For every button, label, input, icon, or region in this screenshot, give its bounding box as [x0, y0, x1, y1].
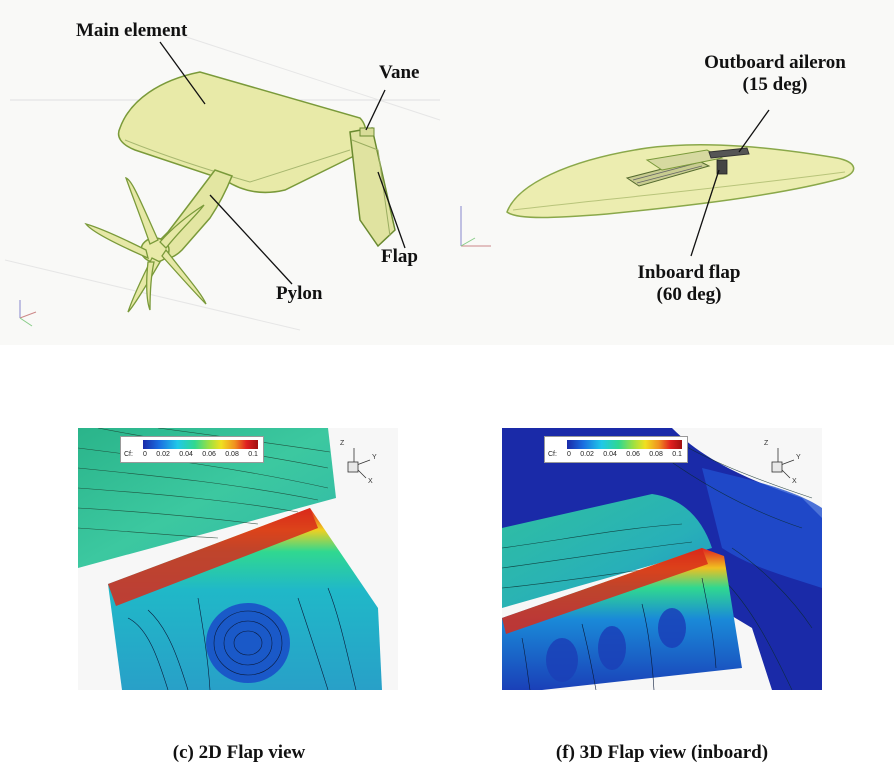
axis-label-x: X [368, 478, 373, 485]
caption-c: (c) 2D Flap view [172, 742, 306, 763]
outboard-aileron-label-line2: (15 deg) [742, 74, 808, 95]
outboard-aileron-label: Outboard aileron (15 deg) [675, 52, 875, 96]
cf-colorbar-gradient [143, 440, 258, 449]
pylon-label: Pylon [276, 283, 323, 304]
cf-colorbar-gradient-f [567, 440, 682, 449]
full-wing-drawing [460, 109, 855, 257]
leader-lines-b [690, 109, 770, 257]
cf-colorbar-f: Cf: 0 0.02 0.04 0.06 0.08 0.1 [544, 436, 688, 463]
caption-f: (f) 3D Flap view (inboard) [555, 742, 769, 763]
axis-triad-c [347, 448, 371, 479]
full-wing-geometry-figure: Outboard aileron (15 deg) Inboard flap (… [447, 0, 894, 345]
inboard-flap-label-line2: (60 deg) [656, 284, 722, 305]
wing-geometry-drawing [4, 29, 441, 331]
separation-vortex [206, 603, 290, 683]
cf-contour-3d-flap-figure: Cf: 0 0.02 0.04 0.06 0.08 0.1 Z Y X [502, 428, 822, 690]
cf-colorbar-name: Cf: [124, 451, 133, 458]
cf-contour-2d-flap-figure: Cf: 0 0.02 0.04 0.06 0.08 0.1 Z Y X [78, 428, 398, 690]
axis-label-z-f: Z [764, 440, 769, 447]
cf-tick: 0.08 [225, 451, 239, 458]
axis-triad-f [771, 448, 795, 479]
cf-tick: 0.1 [672, 451, 682, 458]
axis-triad [19, 300, 37, 327]
cf-colorbar-ticks: 0 0.02 0.04 0.06 0.08 0.1 [143, 451, 258, 458]
cf-tick: 0.02 [156, 451, 170, 458]
cf-contour-2d-drawing [78, 428, 382, 690]
axis-triad-b [460, 206, 491, 247]
main-element-label: Main element [76, 20, 188, 41]
outboard-aileron-label-line1: Outboard aileron [704, 52, 846, 73]
cf-colorbar-ticks-f: 0 0.02 0.04 0.06 0.08 0.1 [567, 451, 682, 458]
flap-shape [349, 127, 396, 248]
inboard-flap-label-line1: Inboard flap [637, 262, 741, 283]
axis-label-y: Y [372, 454, 377, 461]
cf-contour-3d-drawing [502, 428, 822, 690]
leader-lines [159, 41, 406, 285]
cf-colorbar: Cf: 0 0.02 0.04 0.06 0.08 0.1 [120, 436, 264, 463]
flap-label: Flap [381, 246, 418, 267]
cf-colorbar-name-f: Cf: [548, 451, 557, 458]
cf-tick: 0.1 [248, 451, 258, 458]
axis-label-y-f: Y [796, 454, 801, 461]
cf-tick: 0.02 [580, 451, 594, 458]
main-element-shape [117, 71, 367, 194]
cf-tick: 0 [143, 451, 147, 458]
cf-tick: 0.06 [626, 451, 640, 458]
main-element-surface-f [502, 494, 712, 608]
wing-body-shape [506, 143, 855, 219]
cf-tick: 0.08 [649, 451, 663, 458]
vane-label: Vane [379, 62, 420, 83]
cf-tick: 0 [567, 451, 571, 458]
propeller-blades [84, 176, 207, 313]
inboard-flap-label: Inboard flap (60 deg) [609, 262, 769, 306]
cf-tick: 0.04 [603, 451, 617, 458]
axis-label-x-f: X [792, 478, 797, 485]
axis-label-z: Z [340, 440, 345, 447]
cf-tick: 0.04 [179, 451, 193, 458]
outboard-aileron-shape [708, 147, 750, 159]
cf-tick: 0.06 [202, 451, 216, 458]
wing-propeller-geometry-figure: Main element Vane Flap Pylon [0, 0, 447, 345]
